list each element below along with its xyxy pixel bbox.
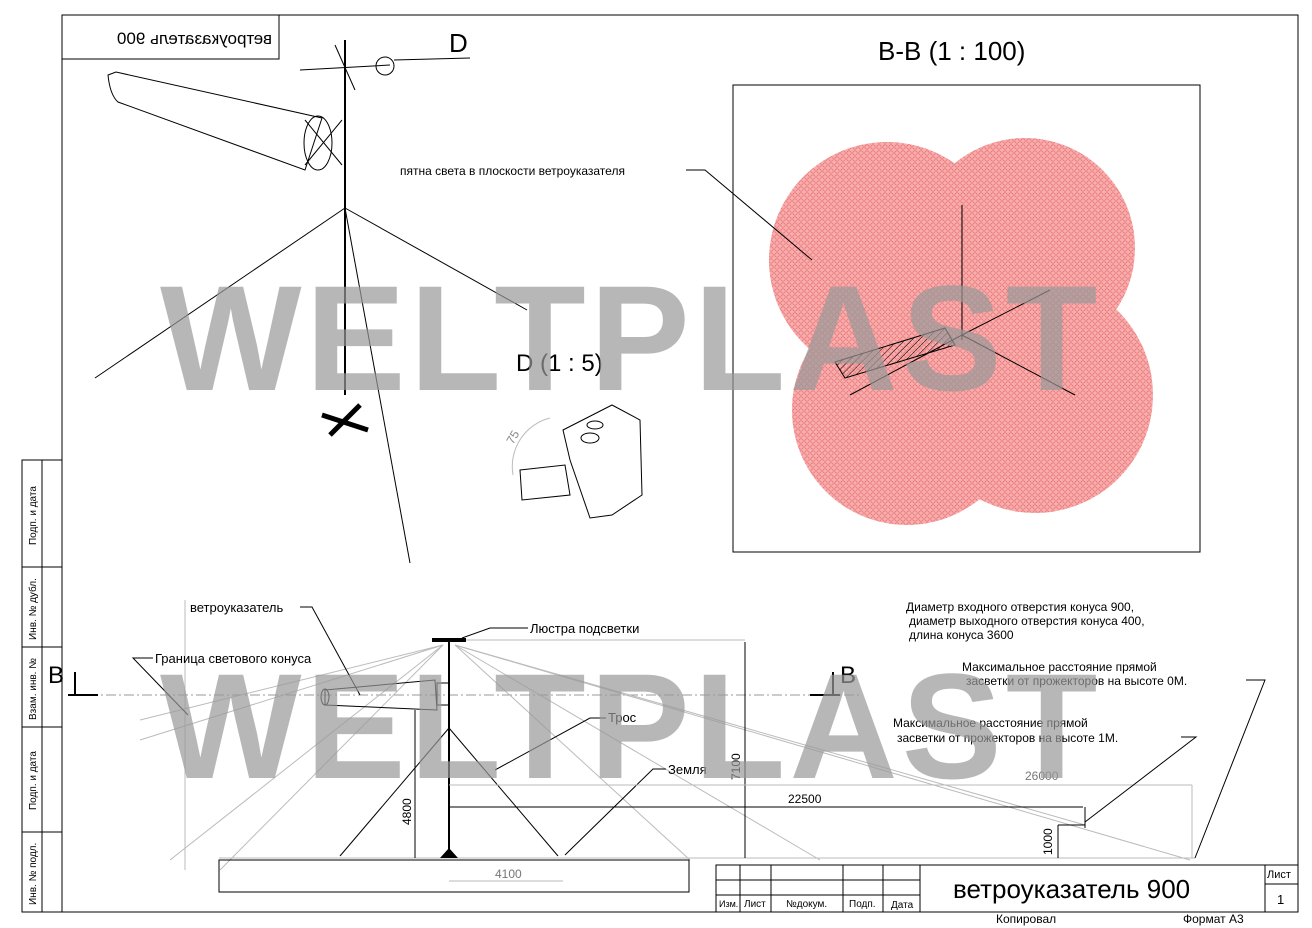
note-cone: длина конуса 3600 xyxy=(909,628,1014,642)
light-spot xyxy=(917,277,1153,513)
side-stamp-cell: Подп. и дата xyxy=(28,486,39,545)
light-spots-callout: пятна света в плоскости ветроуказателя xyxy=(400,164,625,178)
title-block: Изм. Лист №докум. Подп. Дата ветроуказат… xyxy=(715,864,1299,926)
view-d-marker: D xyxy=(449,28,468,58)
side-view: ветроуказатель Люстра подсветки Граница … xyxy=(48,600,1195,893)
side-stamp-cell: Подп. и дата xyxy=(28,751,39,810)
cable-callout: Трос xyxy=(608,710,637,725)
windsock-isometric: D xyxy=(94,28,528,564)
side-stamp-cell: Взам. инв. № xyxy=(28,658,39,720)
col-list: Лист xyxy=(744,899,766,910)
col-doc: №докум. xyxy=(786,899,827,910)
section-mark-left: B xyxy=(48,662,64,689)
note-cone: диаметр выходного отверстия конуса 400, xyxy=(909,614,1145,628)
note-max-0m: Максимальное расстояние прямой xyxy=(962,660,1157,674)
note-max-1m: Максимальное расстояние прямой xyxy=(893,716,1088,730)
sheet-label: Лист xyxy=(1267,869,1291,881)
note-max-0m: засветки от прожекторов на высоте 0М. xyxy=(966,674,1187,688)
windsock-callout: ветроуказатель xyxy=(190,600,283,615)
notes: Диаметр входного отверстия конуса 900, д… xyxy=(893,600,1266,859)
side-stamp: Подп. и дата Инв. № дубл. Взам. инв. № П… xyxy=(21,459,63,913)
copied-label: Копировал xyxy=(996,912,1056,926)
section-bb-view: пятна света в плоскости ветроуказателя xyxy=(400,84,1201,553)
section-title: B-B (1 : 100) xyxy=(878,36,1025,66)
col-izm: Изм. xyxy=(719,899,738,909)
side-stamp-cell: Инв. № дубл. xyxy=(27,578,39,640)
dim-1000: 1000 xyxy=(1041,828,1055,855)
dim-base: 4100 xyxy=(495,867,522,881)
note-max-1m: засветки от прожекторов на высоте 1М. xyxy=(897,731,1118,745)
note-cone: Диаметр входного отверстия конуса 900, xyxy=(906,600,1134,614)
dim-26000: 26000 xyxy=(1025,769,1059,783)
dim-mast-height: 7100 xyxy=(729,753,743,780)
format-label: Формат А3 xyxy=(1183,912,1244,926)
mirrored-stamp: ветроуказатель 900 xyxy=(61,14,280,60)
cone-border-callout: Граница светового конуса xyxy=(155,651,312,666)
detail-title: D (1 : 5) xyxy=(516,350,603,377)
col-date: Дата xyxy=(891,900,914,911)
dim-sock-height: 4800 xyxy=(400,798,414,825)
col-podp: Подп. xyxy=(849,899,876,910)
detail-angle-dim: 75 xyxy=(503,428,522,447)
drawing-title: ветроуказатель 900 xyxy=(953,874,1190,904)
chandelier-callout: Люстра подсветки xyxy=(530,621,639,636)
watermark-bottom: WELTPLAST xyxy=(160,642,1101,810)
ground-callout: Земля xyxy=(668,762,707,777)
detail-d-view: 75 xyxy=(503,404,643,519)
side-stamp-cell: Инв. № подл. xyxy=(28,843,39,905)
sheet-number: 1 xyxy=(1277,892,1284,907)
section-mark-right: B xyxy=(840,662,856,689)
mirrored-stamp-text: ветроуказатель 900 xyxy=(117,29,272,48)
watermark-top: WELTPLAST xyxy=(160,254,1101,422)
ground-block xyxy=(218,859,690,893)
dim-22500: 22500 xyxy=(788,792,822,806)
